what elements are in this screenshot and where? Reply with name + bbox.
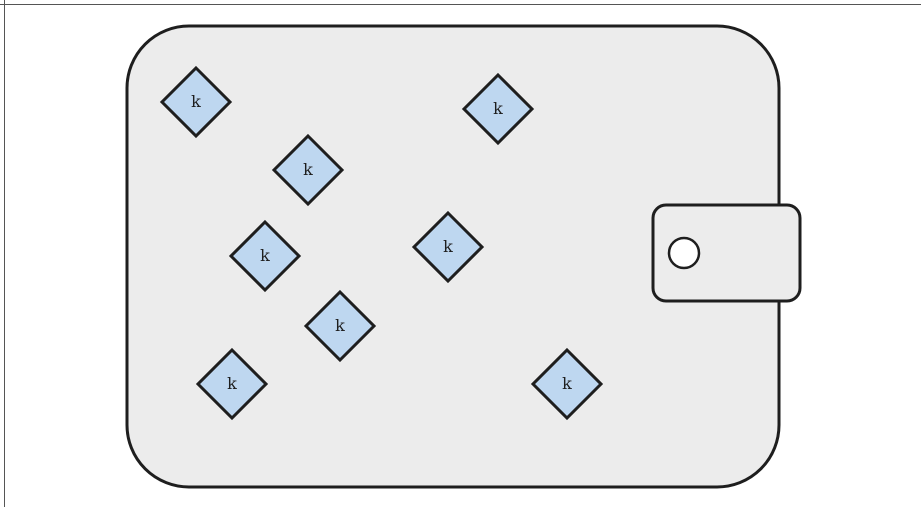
diamond-label: k	[335, 316, 345, 335]
diamond-label: k	[191, 92, 201, 111]
diamond-label: k	[260, 246, 270, 265]
diamond-label: k	[493, 99, 503, 118]
diamond-label: k	[227, 374, 237, 393]
diamond-label: k	[303, 160, 313, 179]
diamond-label: k	[443, 237, 453, 256]
diamond-label: k	[562, 374, 572, 393]
clasp-button	[669, 238, 699, 268]
